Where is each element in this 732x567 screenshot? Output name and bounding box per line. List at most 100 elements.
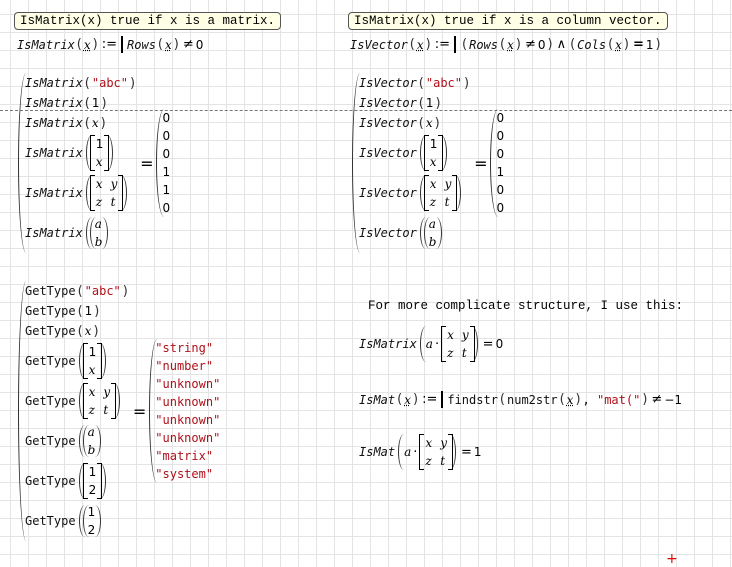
- result-value: 0: [496, 201, 505, 215]
- function-name: GetType: [25, 394, 76, 408]
- function-name: GetType: [25, 514, 76, 528]
- paren: (: [77, 283, 83, 299]
- value: 0: [537, 37, 546, 52]
- function-name: GetType: [25, 354, 76, 368]
- matrix-cell: x: [429, 155, 437, 169]
- paren: (: [418, 75, 424, 91]
- system-row: IsMatrix 1 x: [25, 133, 137, 173]
- system-row: IsMatrix("abc"): [25, 73, 137, 93]
- scalar: a: [404, 445, 412, 459]
- argument: x: [165, 37, 172, 52]
- number-literal: 1: [84, 304, 93, 318]
- paren: ): [100, 115, 106, 131]
- paren: (: [76, 37, 82, 52]
- variable: x: [425, 116, 433, 130]
- matrix-cell: x: [95, 177, 103, 191]
- system-row: GetType("abc"): [25, 281, 130, 301]
- function-name: IsVector: [359, 96, 417, 110]
- paren: (: [418, 115, 424, 131]
- program-bar: [454, 36, 457, 53]
- system-row: IsVector("abc"): [359, 73, 471, 93]
- rows-function: Rows: [469, 37, 498, 52]
- string-literal: "abc": [91, 76, 128, 90]
- comment-text[interactable]: For more complicate structure, I use thi…: [368, 299, 684, 313]
- function-name: GetType: [25, 284, 76, 298]
- function-name: IsMat: [359, 445, 396, 459]
- paren: (: [84, 75, 90, 91]
- assign-operator: :=: [434, 37, 451, 52]
- result-value: "unknown": [155, 431, 221, 445]
- num2str-function: num2str: [507, 392, 558, 407]
- function-name: GetType: [25, 474, 76, 488]
- result-value: 1: [162, 165, 171, 179]
- matrix-cell: x: [95, 155, 103, 169]
- matrix-cell: t: [444, 195, 450, 209]
- paren: (: [570, 37, 576, 52]
- note-isvector[interactable]: IsMatrix(x) true if x is a column vector…: [348, 12, 668, 30]
- function-name: IsMatrix: [25, 96, 83, 110]
- argument: x: [83, 37, 91, 52]
- scalar: a: [425, 337, 433, 351]
- result-vector: "string""number""unknown""unknown""unkno…: [149, 339, 220, 483]
- paren: (: [409, 37, 415, 52]
- result-value: 0: [496, 129, 505, 143]
- matrix-cell: 1: [95, 137, 104, 151]
- matrix-cell: 1: [87, 505, 96, 519]
- paren: (: [559, 392, 565, 407]
- paren: ): [101, 95, 107, 111]
- matrix-cell: z: [95, 195, 103, 209]
- ismatrix-definition[interactable]: IsMatrix (x) := Rows (x) ≠ 0: [17, 36, 203, 53]
- result-value: 0: [162, 129, 171, 143]
- paren: ): [464, 75, 470, 91]
- paren: (: [608, 37, 614, 52]
- paren: (: [77, 323, 83, 339]
- function-name: IsMatrix: [25, 226, 83, 240]
- paren: ): [92, 37, 98, 52]
- paren: (: [499, 392, 505, 407]
- paren: ): [434, 115, 440, 131]
- function-name: IsVector: [359, 226, 417, 240]
- equals-sign: =: [132, 401, 147, 421]
- isvector-evaluation[interactable]: IsVector("abc")IsVector(1)IsVector(x)IsV…: [352, 73, 504, 253]
- isvector-definition[interactable]: IsVector (x) := ( Rows (x) ≠ 0 ) ∧ ( Col…: [350, 36, 663, 53]
- matrix-cell: y: [103, 385, 111, 399]
- paren: ): [642, 392, 648, 407]
- system-row: IsVector(1): [359, 93, 471, 113]
- note-ismatrix[interactable]: IsMatrix(x) true if x is a matrix.: [14, 12, 282, 30]
- gettype-evaluation[interactable]: GetType("abc")GetType(1)GetType(x)GetTyp…: [18, 281, 220, 541]
- matrix-cell: 1: [88, 465, 97, 479]
- paren: (: [84, 95, 90, 111]
- ismatrix-evaluation[interactable]: IsMatrix("abc")IsMatrix(1)IsMatrix(x)IsM…: [18, 73, 170, 253]
- result-value: "system": [155, 467, 214, 481]
- variable: x: [91, 116, 99, 130]
- result-value: 0: [496, 183, 505, 197]
- matrix-cell: t: [103, 403, 109, 417]
- function-name: IsMatrix: [25, 146, 83, 160]
- system-row: GetType(1): [25, 301, 130, 321]
- function-name: IsMatrix: [25, 76, 83, 90]
- function-name: IsMatrix: [25, 116, 83, 130]
- rows-function: Rows: [127, 37, 156, 52]
- result-value: 0: [162, 147, 171, 161]
- argument: x: [416, 37, 424, 52]
- function-name: IsVector: [359, 116, 417, 130]
- matrix-cell: z: [88, 403, 95, 417]
- matrix-cell: y: [444, 177, 452, 191]
- paren: ): [173, 37, 179, 52]
- paren: ): [94, 303, 100, 319]
- ismat-definition[interactable]: IsMat (x) := findstr ( num2str (x), "mat…: [359, 391, 682, 408]
